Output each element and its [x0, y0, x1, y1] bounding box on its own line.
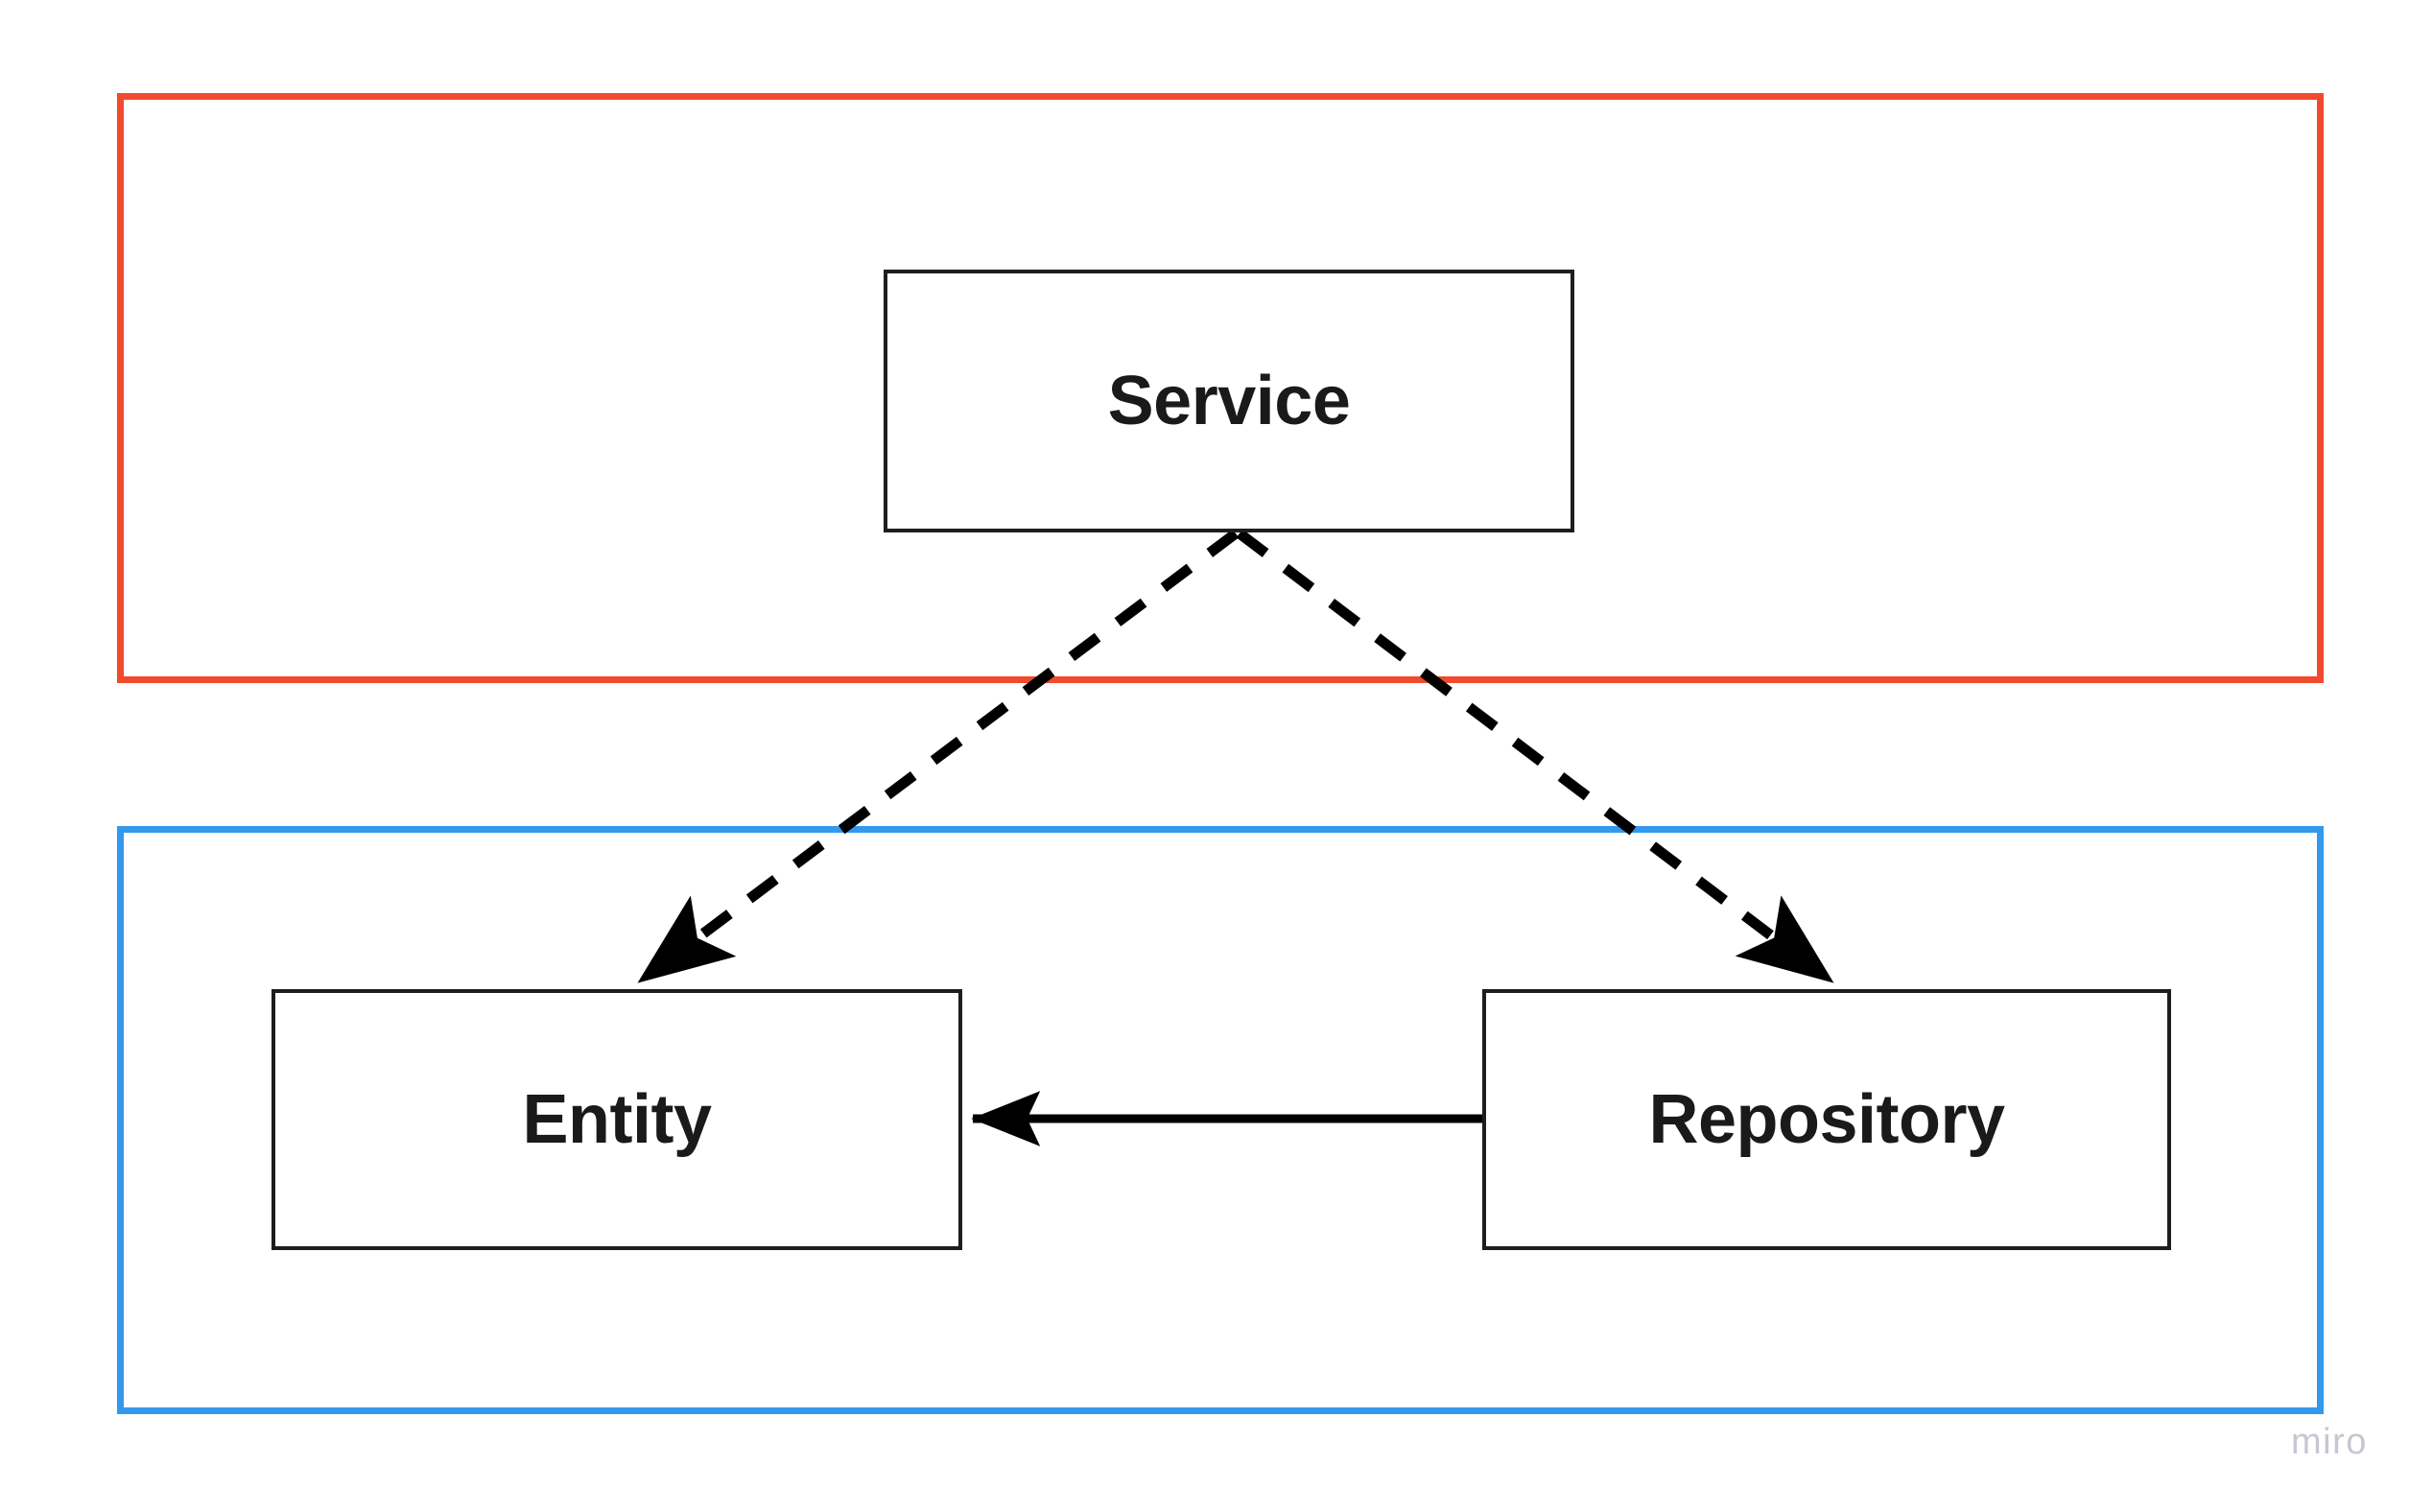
- node-service[interactable]: Service: [884, 270, 1574, 532]
- node-repository[interactable]: Repository: [1482, 989, 2171, 1250]
- node-service-label: Service: [1107, 363, 1351, 439]
- node-entity-label: Entity: [522, 1081, 712, 1158]
- miro-watermark: miro: [2291, 1422, 2368, 1462]
- node-repository-label: Repository: [1648, 1081, 2005, 1158]
- node-entity[interactable]: Entity: [272, 989, 962, 1250]
